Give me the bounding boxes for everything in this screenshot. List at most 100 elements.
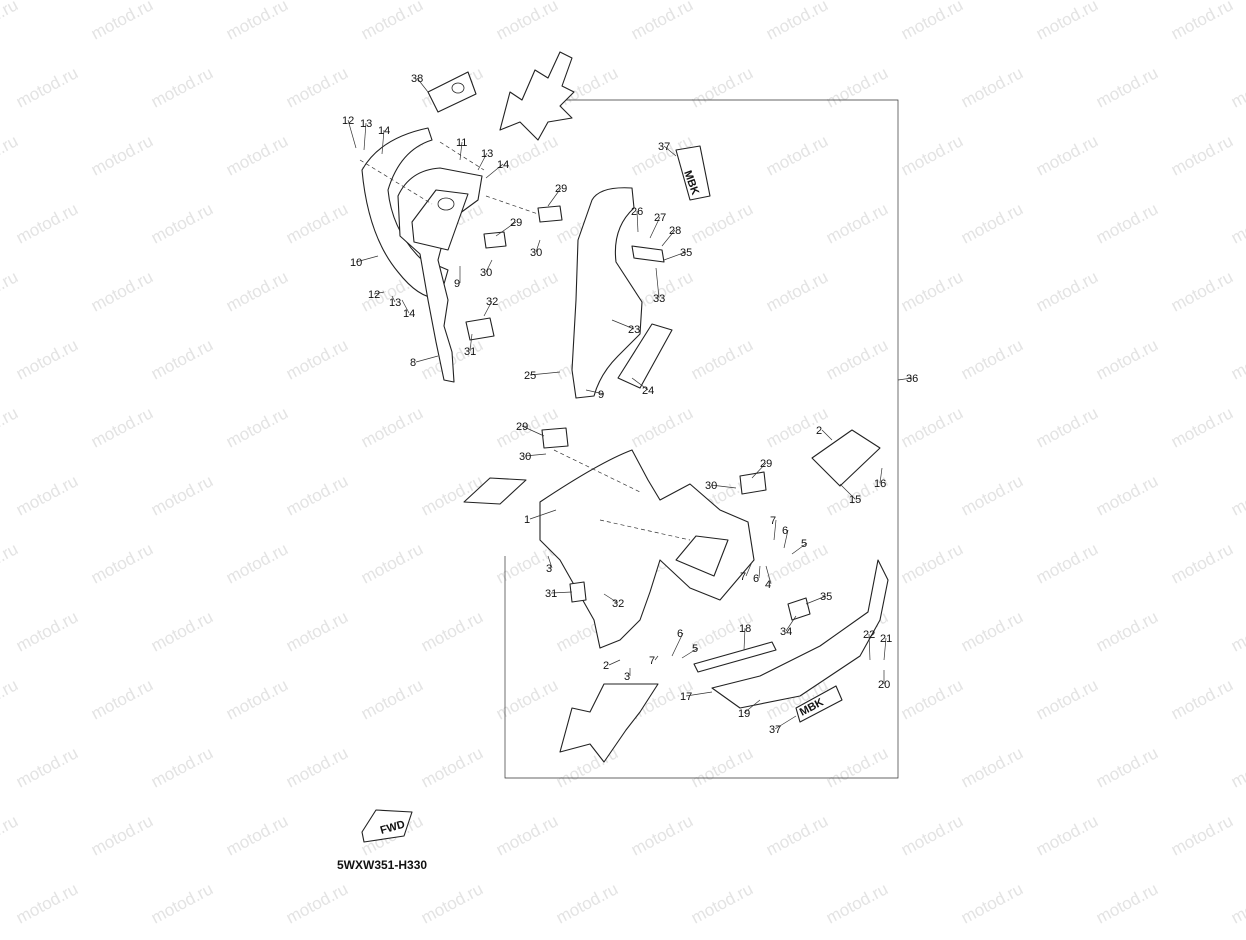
callout-23: 23	[628, 324, 640, 336]
callout-33: 33	[653, 293, 665, 305]
callout-12: 12	[342, 115, 354, 127]
watermark-text: motod.ru	[958, 199, 1026, 247]
leader-line	[401, 299, 410, 314]
watermark-text: motod.ru	[223, 131, 291, 179]
watermark-text: motod.ru	[283, 471, 351, 519]
fwd-arrow: FWD	[361, 809, 413, 843]
callout-38: 38	[411, 73, 423, 85]
leader-line	[636, 210, 639, 233]
bracket-29-d	[739, 471, 767, 495]
callout-13: 13	[389, 297, 401, 309]
leader-line	[805, 595, 827, 605]
watermark-text: motod.ru	[958, 63, 1026, 111]
watermark-text: motod.ru	[88, 131, 156, 179]
watermark-text: motod.ru	[1093, 743, 1161, 791]
watermark-text: motod.ru	[148, 63, 216, 111]
leader-line	[661, 229, 676, 247]
watermark-text: motod.ru	[493, 675, 561, 723]
leader-line	[469, 333, 473, 352]
callout-6: 6	[782, 525, 788, 537]
callout-15: 15	[849, 494, 861, 506]
leader-line	[785, 615, 797, 632]
leader-line	[547, 555, 553, 569]
watermark-text: motod.ru	[358, 539, 426, 587]
callout-27: 27	[654, 212, 666, 224]
watermark-text: motod.ru	[898, 267, 966, 315]
callout-4: 4	[765, 579, 771, 591]
callout-12: 12	[368, 289, 380, 301]
watermark-text: motod.ru	[13, 335, 81, 383]
callout-32: 32	[486, 296, 498, 308]
leader-line	[774, 715, 797, 730]
leader-line	[883, 637, 887, 661]
leader-line	[791, 542, 808, 555]
diagram-code: 5WXW351-H330	[337, 858, 428, 872]
callout-10: 10	[350, 257, 362, 269]
watermark-text: motod.ru	[1228, 743, 1246, 791]
callout-29: 29	[555, 183, 567, 195]
leader-line	[529, 371, 561, 376]
leader-line	[485, 259, 493, 273]
callout-26: 26	[631, 206, 643, 218]
callout-2: 2	[603, 660, 609, 672]
leader-line	[783, 529, 789, 549]
watermark-text: motod.ru	[283, 879, 351, 927]
watermark-text: motod.ru	[958, 879, 1026, 927]
leader-line	[550, 591, 573, 594]
callout-37: 37	[658, 141, 670, 153]
under-cowl-17	[711, 559, 889, 709]
callout-19: 19	[738, 708, 750, 720]
callout-5: 5	[692, 643, 698, 655]
watermark-text: motod.ru	[88, 811, 156, 859]
callout-6: 6	[677, 628, 683, 640]
watermark-text: motod.ru	[1168, 267, 1236, 315]
leader-line	[459, 141, 463, 161]
panel-24	[617, 323, 673, 389]
watermark-text: motod.ru	[1093, 63, 1161, 111]
watermark-text: motod.ru	[898, 0, 966, 44]
watermark-text: motod.ru	[898, 539, 966, 587]
leader-line	[821, 429, 833, 441]
watermark-text: motod.ru	[1033, 0, 1101, 44]
watermark-text: motod.ru	[148, 335, 216, 383]
callout-30: 30	[480, 267, 492, 279]
fairing-side-23	[571, 187, 643, 399]
callout-36: 36	[906, 373, 918, 385]
callout-9: 9	[454, 278, 460, 290]
leader-line	[477, 152, 488, 171]
leader-line	[521, 425, 545, 437]
watermark-text: motod.ru	[1228, 879, 1246, 927]
watermark-text: motod.ru	[493, 0, 561, 44]
callout-35: 35	[820, 591, 832, 603]
watermark-text: motod.ru	[223, 811, 291, 859]
callout-30: 30	[519, 451, 531, 463]
watermark-text: motod.ru	[358, 403, 426, 451]
leader-line	[603, 593, 619, 604]
watermark-text: motod.ru	[283, 199, 351, 247]
watermark-text: motod.ru	[88, 0, 156, 44]
callout-29: 29	[510, 217, 522, 229]
watermark-text: motod.ru	[628, 0, 696, 44]
watermark-text: motod.ru	[13, 607, 81, 655]
watermark-text: motod.ru	[823, 879, 891, 927]
watermark-text: motod.ru	[553, 879, 621, 927]
leader-line	[631, 377, 649, 391]
callout-29: 29	[516, 421, 528, 433]
watermark-text: motod.ru	[628, 403, 696, 451]
watermark-text: motod.ru	[1228, 335, 1246, 383]
watermark-text: motod.ru	[418, 743, 486, 791]
bracket-31	[465, 317, 495, 341]
leader-line	[751, 462, 767, 479]
watermark-text: motod.ru	[0, 811, 21, 859]
leader-line	[743, 627, 746, 651]
callout-25: 25	[524, 370, 536, 382]
watermark-text: motod.ru	[958, 743, 1026, 791]
mbk-decal-37-lower	[795, 685, 843, 723]
watermark-text: motod.ru	[283, 607, 351, 655]
watermark-text: motod.ru	[0, 0, 21, 44]
leader-line	[485, 163, 504, 179]
watermark-text: motod.ru	[223, 539, 291, 587]
watermark-text: motod.ru	[1033, 675, 1101, 723]
watermark-text: motod.ru	[0, 403, 21, 451]
leader-line	[649, 216, 661, 239]
